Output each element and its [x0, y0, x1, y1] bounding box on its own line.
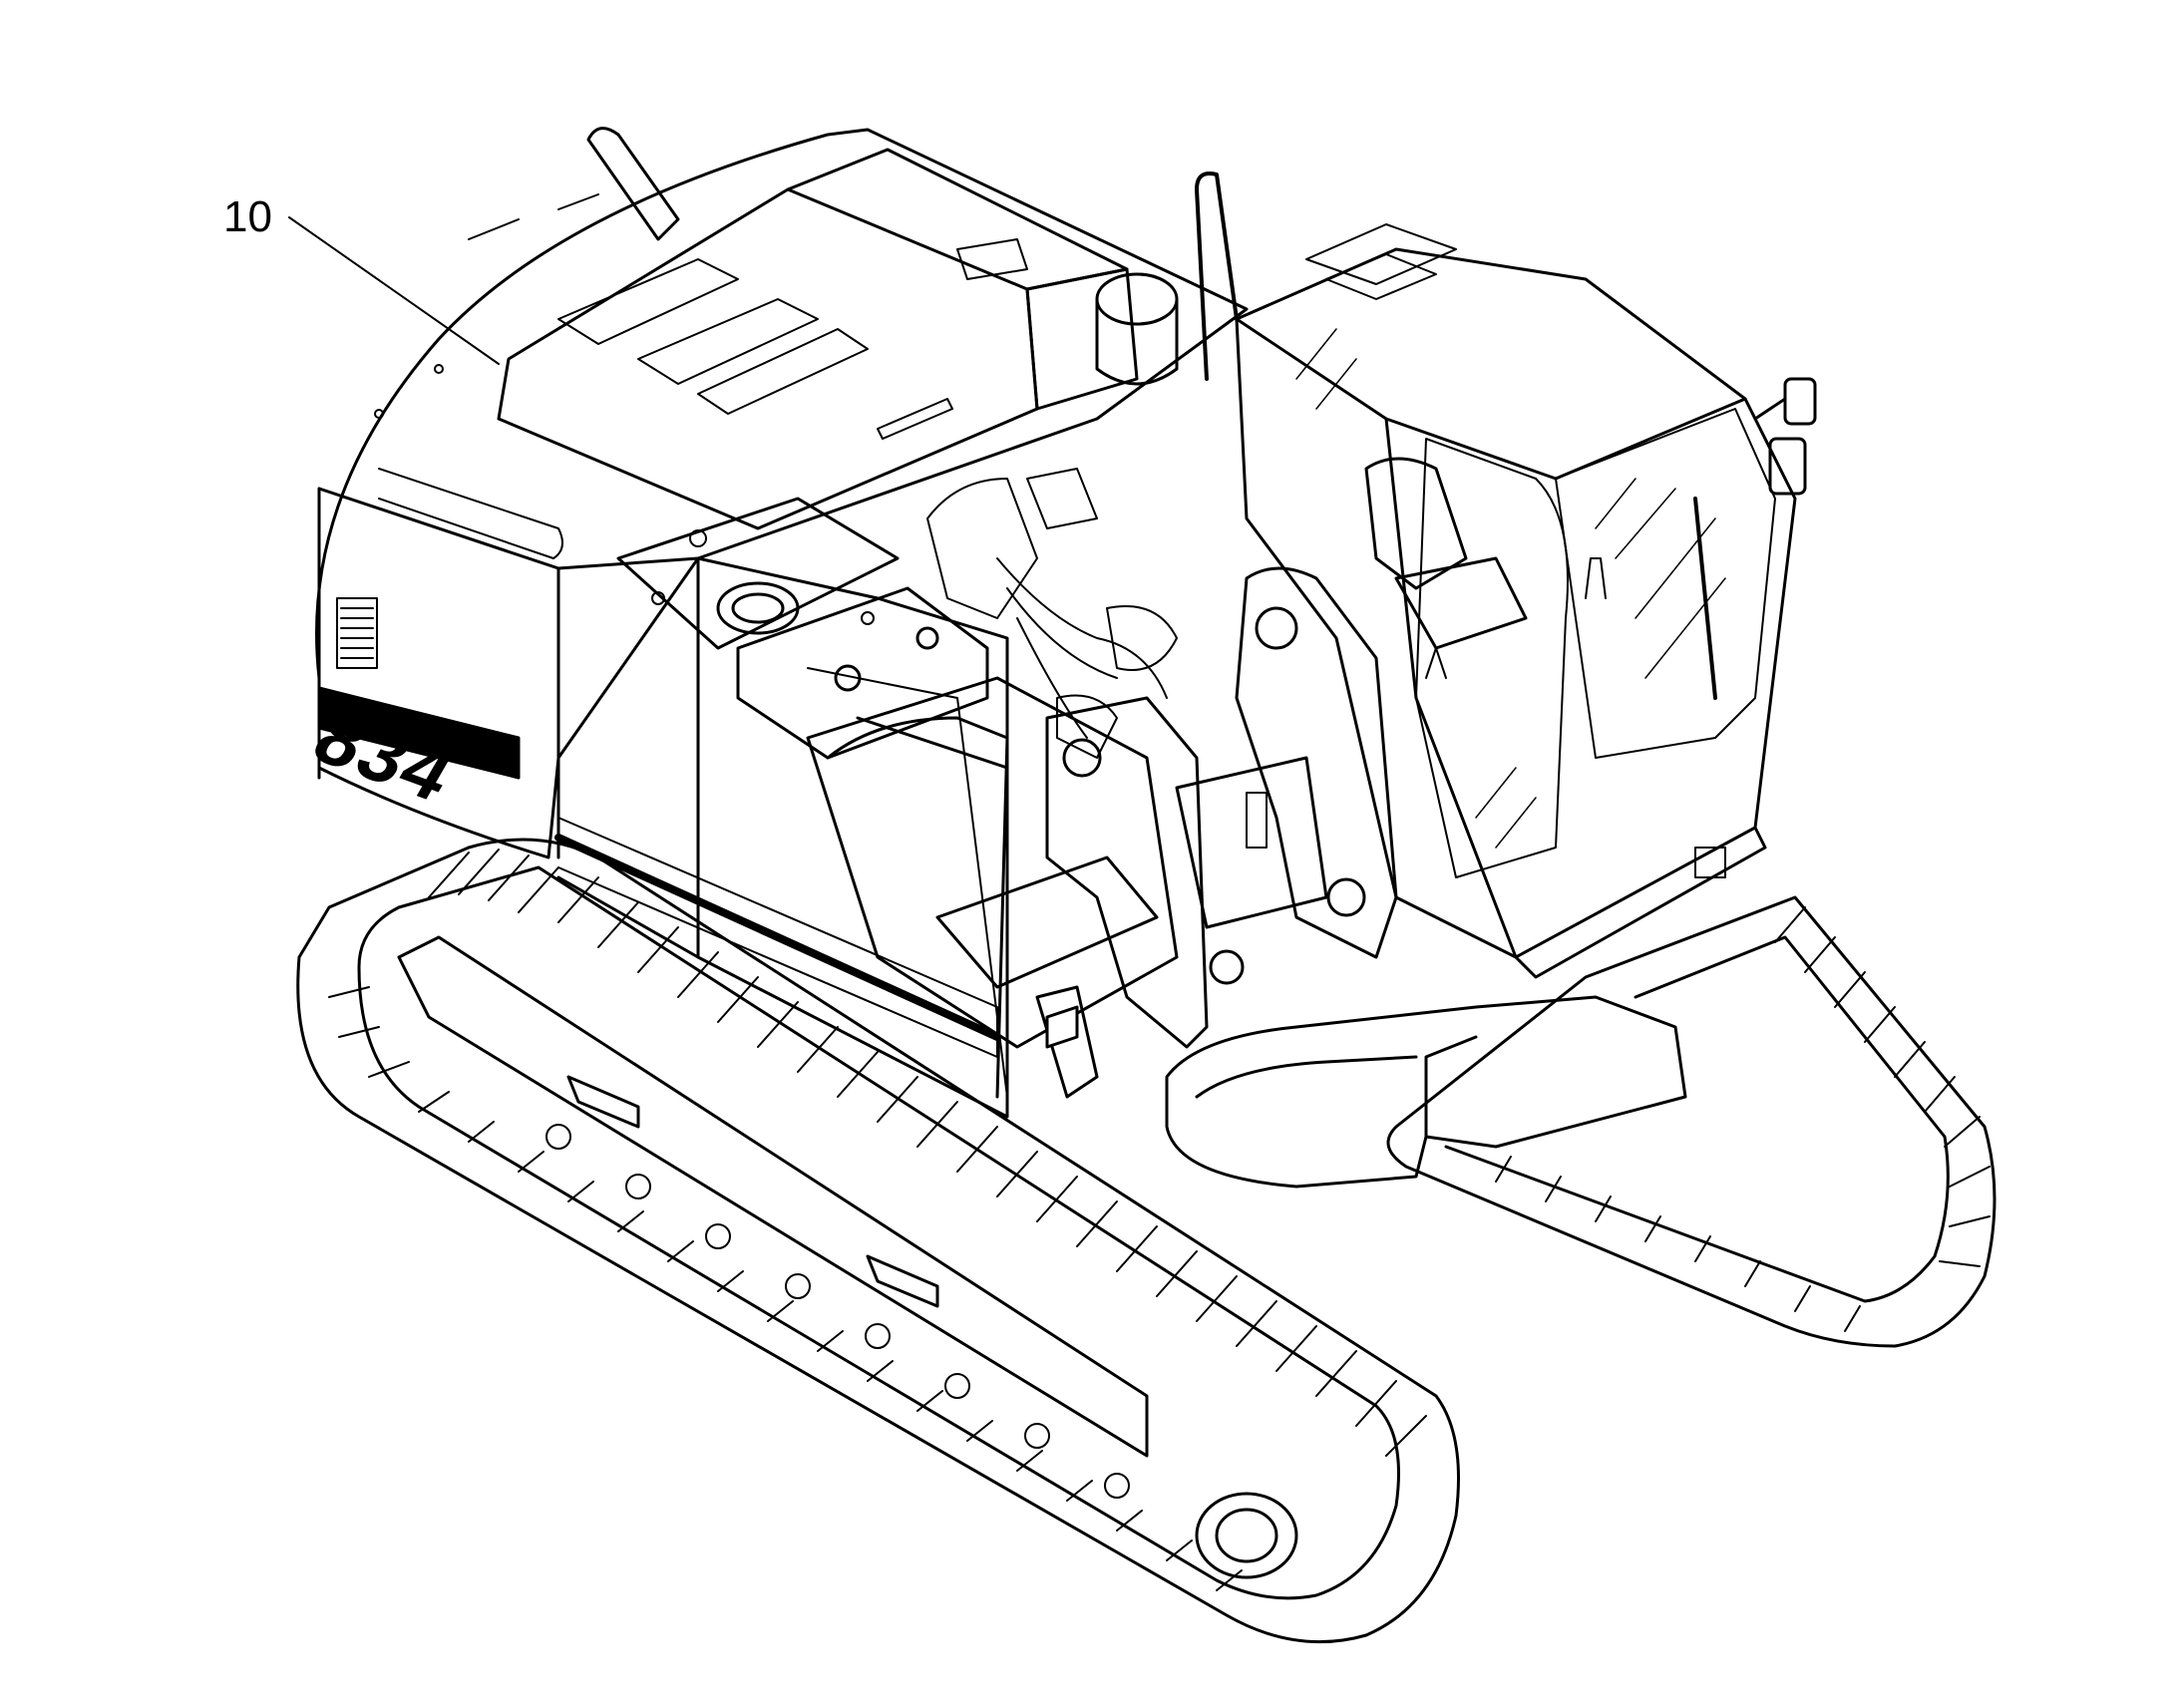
boom-foot-bracket [1045, 566, 1398, 1049]
callout-leader-line [288, 216, 500, 365]
callout-number-10: 10 [223, 192, 272, 241]
right-track [1386, 895, 1997, 1348]
machinery-area [926, 468, 1178, 759]
toolbox-compartment [806, 676, 1179, 1099]
detail-marks [374, 193, 875, 625]
operator-cab [1195, 171, 1817, 979]
upper-structure [315, 127, 1249, 1119]
carbody [1165, 995, 1687, 1189]
left-track [296, 838, 1460, 1644]
